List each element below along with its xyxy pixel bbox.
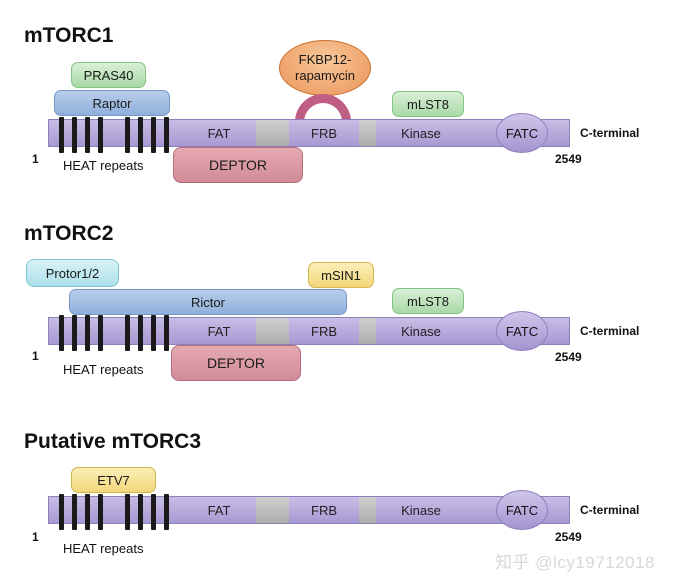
heat-repeat-mark	[138, 117, 143, 153]
mlst8-box: mLST8	[392, 91, 464, 117]
msin1-box: mSIN1	[308, 262, 374, 288]
frb-domain: FRB	[311, 502, 337, 518]
fkbp12-rapamycin-oval: FKBP12- rapamycin	[279, 40, 371, 96]
panel-title: mTORC2	[24, 222, 114, 245]
heat-repeat-mark	[72, 494, 77, 530]
heat-repeat-mark	[125, 315, 130, 351]
heat-repeat-mark	[98, 117, 103, 153]
mtor-protein-bar: FAT FRB Kinase	[48, 494, 570, 530]
mlst8-box: mLST8	[392, 288, 464, 314]
heat-repeat-mark	[72, 117, 77, 153]
residue-end-label: 2549	[555, 152, 582, 166]
heat-repeat-mark	[164, 117, 169, 153]
rapamycin-arc	[295, 94, 351, 122]
heat-repeat-mark	[125, 494, 130, 530]
heat-repeat-mark	[85, 315, 90, 351]
heat-repeats-label: HEAT repeats	[63, 158, 144, 173]
heat-repeat-mark	[98, 494, 103, 530]
heat-repeat-mark	[85, 117, 90, 153]
fat-domain: FAT	[207, 502, 231, 518]
spacer-block	[359, 318, 376, 344]
mtor-protein-bar: FAT FRB Kinase	[48, 117, 570, 153]
raptor-box: Raptor	[54, 90, 170, 116]
c-terminal-label: C-terminal	[580, 126, 640, 140]
heat-repeat-mark	[151, 494, 156, 530]
protor-box: Protor1/2	[26, 259, 119, 287]
residue-start-label: 1	[32, 530, 39, 544]
heat-repeat-mark	[138, 494, 143, 530]
residue-end-label: 2549	[555, 530, 582, 544]
residue-start-label: 1	[32, 152, 39, 166]
watermark: 知乎 @lcy19712018	[495, 553, 655, 572]
spacer-block	[256, 120, 289, 146]
mtor-protein-bar: FAT FRB Kinase	[48, 315, 570, 351]
heat-repeat-mark	[59, 494, 64, 530]
c-terminal-label: C-terminal	[580, 324, 640, 338]
spacer-block	[256, 318, 289, 344]
kinase-domain: Kinase	[401, 502, 441, 518]
heat-repeat-mark	[151, 117, 156, 153]
spacer-block	[359, 497, 376, 523]
heat-repeat-mark	[164, 494, 169, 530]
residue-end-label: 2549	[555, 350, 582, 364]
fkbp12-rapamycin-label: FKBP12- rapamycin	[295, 52, 355, 83]
spacer-block	[359, 120, 376, 146]
etv7-box: ETV7	[71, 467, 156, 493]
fat-domain: FAT	[207, 125, 231, 141]
kinase-domain: Kinase	[401, 323, 441, 339]
frb-domain: FRB	[311, 125, 337, 141]
heat-repeat-mark	[151, 315, 156, 351]
heat-repeat-mark	[98, 315, 103, 351]
heat-repeats-label: HEAT repeats	[63, 541, 144, 556]
spacer-block	[256, 497, 289, 523]
fat-domain: FAT	[207, 323, 231, 339]
heat-repeats-label: HEAT repeats	[63, 362, 144, 377]
residue-start-label: 1	[32, 349, 39, 363]
kinase-domain: Kinase	[401, 125, 441, 141]
heat-repeat-mark	[59, 315, 64, 351]
panel-title: Putative mTORC3	[24, 430, 201, 453]
fatc-domain: FATC	[496, 311, 548, 351]
heat-repeat-mark	[59, 117, 64, 153]
heat-repeat-mark	[138, 315, 143, 351]
heat-repeat-mark	[85, 494, 90, 530]
pras40-box: PRAS40	[71, 62, 146, 88]
fatc-domain: FATC	[496, 113, 548, 153]
frb-domain: FRB	[311, 323, 337, 339]
deptor-box: DEPTOR	[173, 147, 303, 183]
heat-repeat-mark	[72, 315, 77, 351]
fatc-domain: FATC	[496, 490, 548, 530]
heat-repeat-mark	[125, 117, 130, 153]
heat-repeat-mark	[164, 315, 169, 351]
rictor-box: Rictor	[69, 289, 347, 315]
deptor-box: DEPTOR	[171, 345, 301, 381]
panel-title: mTORC1	[24, 24, 114, 47]
c-terminal-label: C-terminal	[580, 503, 640, 517]
